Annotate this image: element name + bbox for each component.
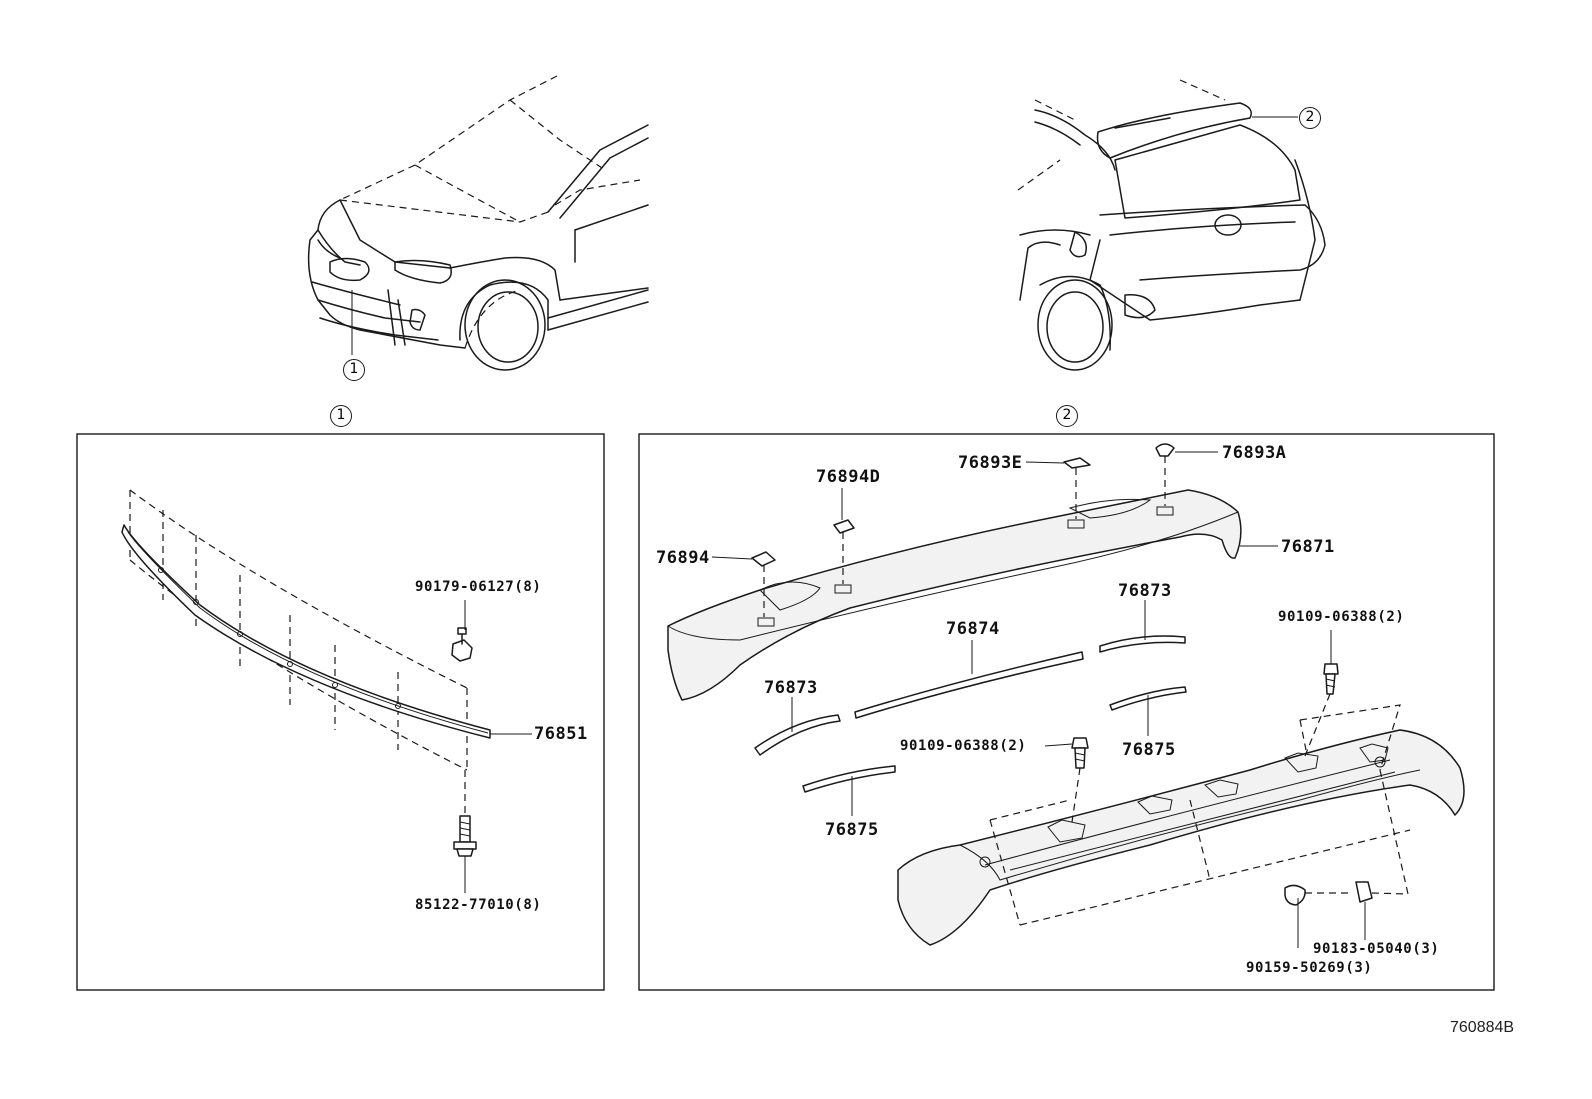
rear-car-illustration [1017, 79, 1326, 371]
part-label-76873-lower[interactable]: 76873 [764, 678, 818, 698]
part-label-76894[interactable]: 76894 [656, 548, 710, 568]
callout-left-panel: 1 [330, 405, 352, 427]
right-panel-border [638, 433, 1495, 991]
part-label-90109-06388-right[interactable]: 90109-06388(2) [1278, 609, 1405, 625]
part-label-76851[interactable]: 76851 [534, 724, 588, 744]
part-label-85122-77010[interactable]: 85122-77010(8) [415, 897, 542, 913]
part-label-76874[interactable]: 76874 [946, 619, 1000, 639]
diagram-code: 760884B [1450, 1019, 1515, 1036]
part-label-90179-06127[interactable]: 90179-06127(8) [415, 579, 542, 595]
part-label-76875-right[interactable]: 76875 [1122, 740, 1176, 760]
part-label-90159-50269[interactable]: 90159-50269(3) [1246, 960, 1373, 976]
part-label-76873-upper[interactable]: 76873 [1118, 581, 1172, 601]
part-label-76894D[interactable]: 76894D [816, 467, 881, 487]
part-label-90109-06388-left[interactable]: 90109-06388(2) [900, 738, 1027, 754]
part-label-76893A[interactable]: 76893A [1222, 443, 1287, 463]
callout-rear-spoiler[interactable]: 2 [1299, 107, 1321, 129]
part-label-76871[interactable]: 76871 [1281, 537, 1335, 557]
front-car-illustration [307, 75, 649, 371]
left-panel-border [76, 433, 605, 991]
callout-right-panel: 2 [1056, 405, 1078, 427]
part-label-76875-left[interactable]: 76875 [825, 820, 879, 840]
part-label-76893E[interactable]: 76893E [958, 453, 1023, 473]
left-panel-drawing [121, 489, 532, 893]
right-panel-drawing [667, 443, 1465, 948]
callout-front-bumper[interactable]: 1 [343, 359, 365, 381]
part-label-90183-05040[interactable]: 90183-05040(3) [1313, 941, 1440, 957]
